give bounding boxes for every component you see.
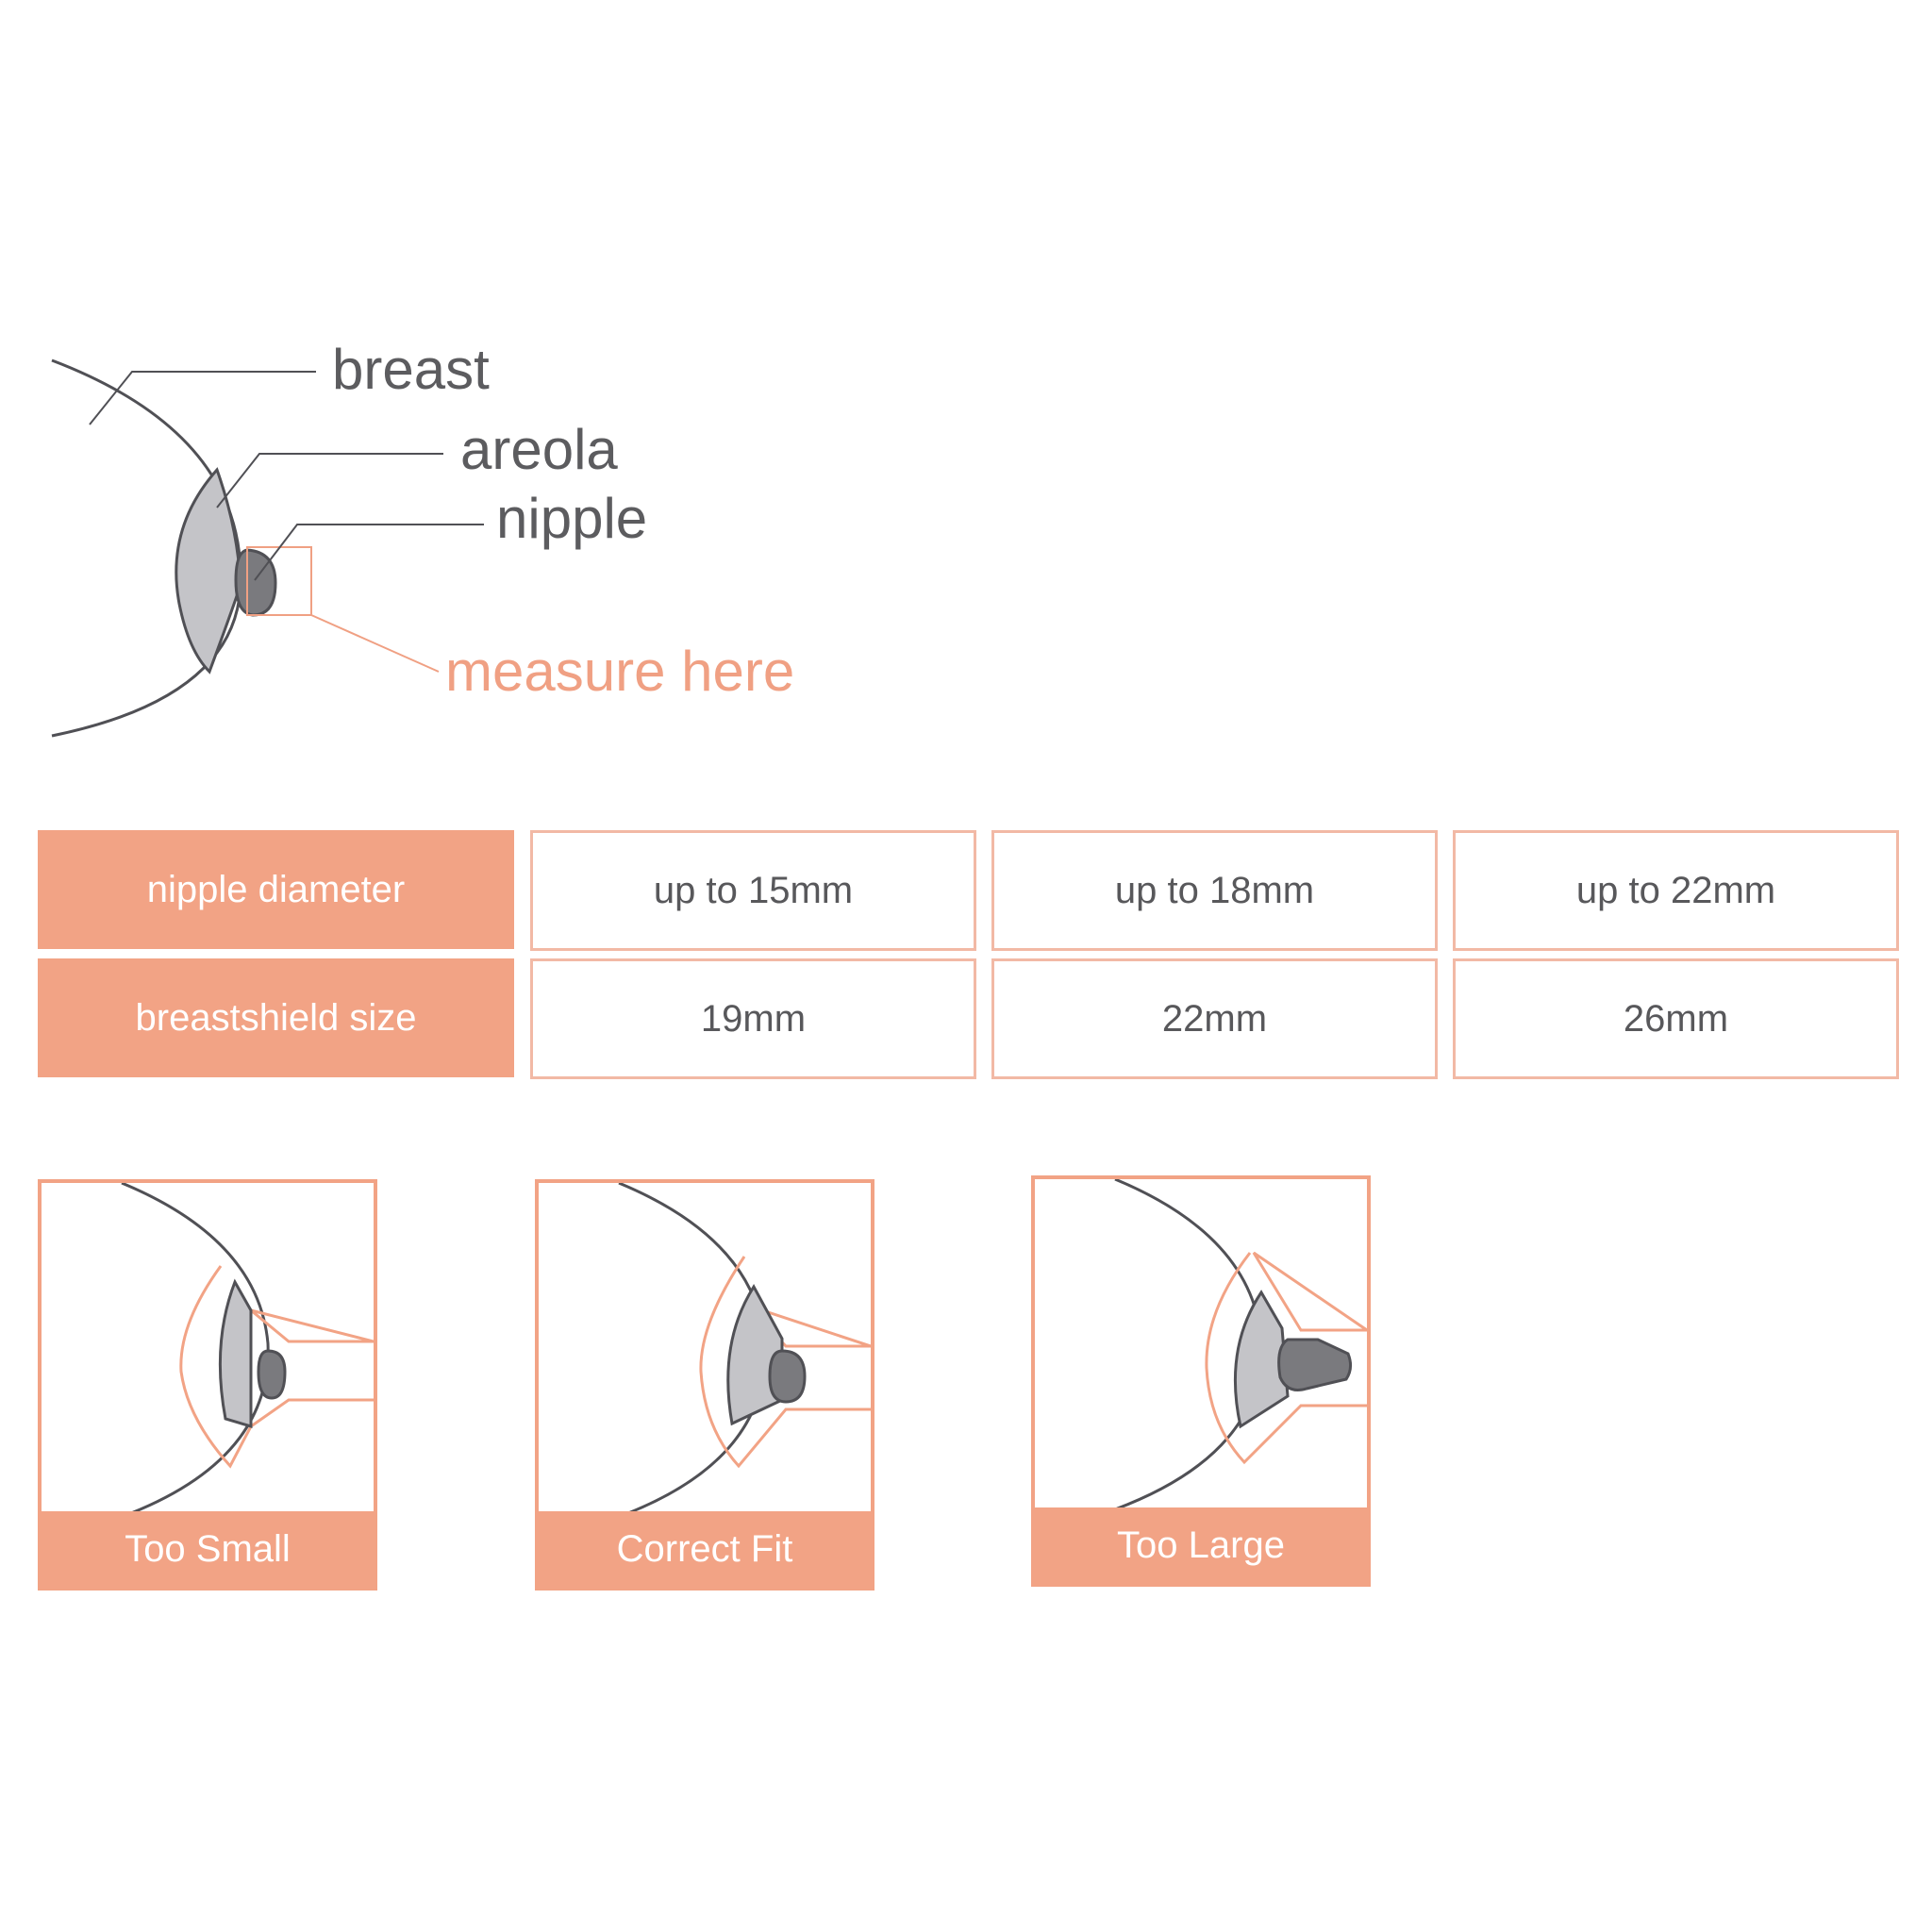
breastshield-size-cell: 26mm [1453, 958, 1899, 1079]
nipple-diameter-cell: up to 15mm [530, 830, 976, 951]
areola-label: areola [460, 418, 618, 481]
fit-example-too-large: Too Large [1031, 1175, 1371, 1587]
too-small-illustration [121, 1183, 374, 1515]
anatomy-diagram: breast areola nipple measure here [0, 330, 849, 755]
correct-fit-illustration [618, 1183, 871, 1515]
nipple-diameter-cell: up to 22mm [1453, 830, 1899, 951]
nipple-label: nipple [496, 487, 648, 550]
row-header-breastshield-size: breastshield size [38, 958, 514, 1077]
fit-label: Too Large [1035, 1507, 1367, 1583]
breast-label: breast [332, 338, 490, 401]
fit-example-too-small: Too Small [38, 1179, 377, 1591]
breastshield-size-cell: 19mm [530, 958, 976, 1079]
fit-label: Too Small [42, 1511, 374, 1587]
fit-label: Correct Fit [539, 1511, 871, 1587]
too-large-illustration [1114, 1179, 1367, 1511]
row-header-nipple-diameter: nipple diameter [38, 830, 514, 949]
breast-anatomy-illustration [51, 358, 484, 738]
measure-here-label: measure here [445, 640, 795, 703]
nipple-diameter-cell: up to 18mm [991, 830, 1438, 951]
fit-example-correct-fit: Correct Fit [535, 1179, 874, 1591]
breastshield-size-cell: 22mm [991, 958, 1438, 1079]
